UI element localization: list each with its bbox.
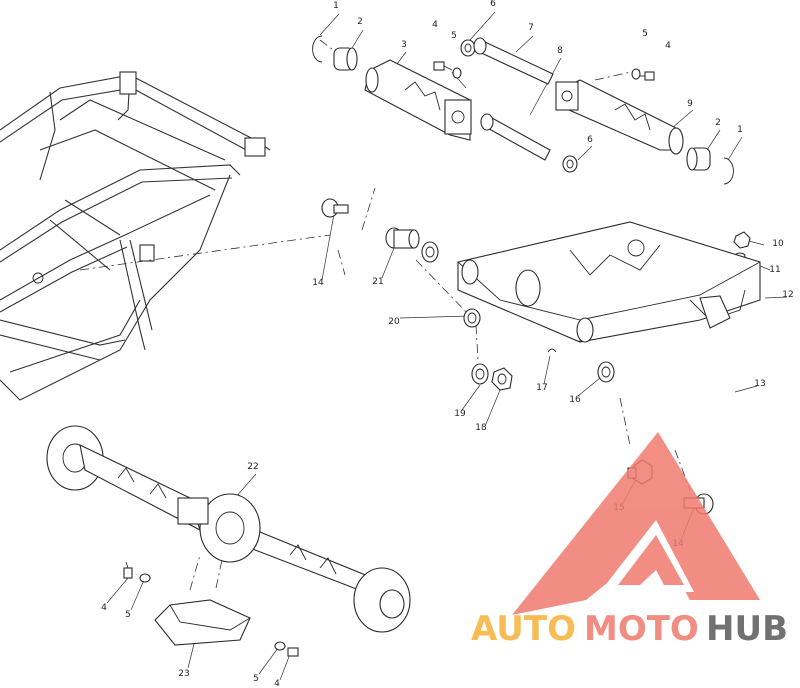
bushing-20-top <box>421 241 439 263</box>
callout-label: 17 <box>536 383 547 393</box>
callout-label: 5 <box>125 610 131 620</box>
watermark-auto: AUTO <box>471 609 576 649</box>
bolt-bottom-right <box>287 647 299 657</box>
callout-label: 6 <box>587 135 593 145</box>
bolt-top-left <box>433 61 453 71</box>
nut-18 <box>491 367 513 391</box>
callout-label: 4 <box>432 20 438 30</box>
callout-label: 5 <box>253 674 259 684</box>
bushing-20-bottom <box>463 308 481 328</box>
chassis-frame <box>0 71 271 401</box>
callout-label: 23 <box>178 669 189 679</box>
callout-label: 19 <box>454 409 466 419</box>
retaining-ring-right <box>723 157 734 185</box>
callout-label: 6 <box>490 0 496 9</box>
callout-label: 21 <box>372 277 383 287</box>
spacer-21 <box>385 227 420 249</box>
pin-17 <box>547 348 557 353</box>
washer-6-top <box>460 39 476 57</box>
callout-label: 4 <box>665 41 671 51</box>
callout-label: 5 <box>451 31 457 41</box>
nut-10 <box>733 231 751 249</box>
watermark-hub: HUB <box>706 609 788 649</box>
callout-label: 8 <box>557 46 563 56</box>
bolt-top-right <box>640 71 655 81</box>
callout-label: 22 <box>247 462 258 472</box>
washer-top-left <box>452 67 462 79</box>
callout-label: 18 <box>475 423 487 433</box>
pivot-bolt-14-left <box>321 198 349 218</box>
callout-label: 20 <box>388 317 400 327</box>
u-bolt-13 <box>691 371 723 419</box>
callout-label: 2 <box>357 17 363 27</box>
callout-label: 4 <box>101 603 107 613</box>
automotohub-watermark: AUTO MOTO HUB <box>471 432 788 649</box>
callout-label: 9 <box>687 99 693 109</box>
callout-label: 2 <box>715 118 721 128</box>
washer-bottom-right <box>274 641 286 651</box>
retaining-ring-left <box>312 35 323 63</box>
washer-6-bottom <box>562 155 578 173</box>
skid-plate-23 <box>154 599 251 646</box>
washer-19 <box>471 363 489 385</box>
swing-arm-12 <box>457 221 761 343</box>
callout-label: 11 <box>769 265 780 275</box>
callout-label: 7 <box>528 23 534 33</box>
pivot-tube-right <box>555 79 684 155</box>
callout-label: 10 <box>772 239 784 249</box>
washer-bottom-left <box>139 573 151 583</box>
callout-label: 12 <box>782 290 793 300</box>
watermark-moto: MOTO <box>584 609 699 649</box>
rear-axle-22 <box>46 425 411 633</box>
callout-label: 5 <box>642 29 648 39</box>
bushing-left <box>333 47 358 71</box>
pivot-tube-left <box>364 59 472 141</box>
washer-top-right <box>631 68 641 80</box>
callout-label: 3 <box>401 40 407 50</box>
callout-label: 13 <box>754 379 765 389</box>
bushing-right <box>686 147 711 171</box>
callout-label: 4 <box>274 679 280 688</box>
callout-label: 14 <box>312 278 324 288</box>
bolt-bottom-left <box>123 561 133 579</box>
callout-label: 16 <box>569 395 581 405</box>
callout-label: 1 <box>737 125 743 135</box>
shaft-8 <box>480 113 551 161</box>
washer-16 <box>597 361 615 383</box>
shaft-7 <box>473 37 554 85</box>
watermark-triangle-icon <box>512 432 760 615</box>
callout-label: 1 <box>333 1 339 11</box>
